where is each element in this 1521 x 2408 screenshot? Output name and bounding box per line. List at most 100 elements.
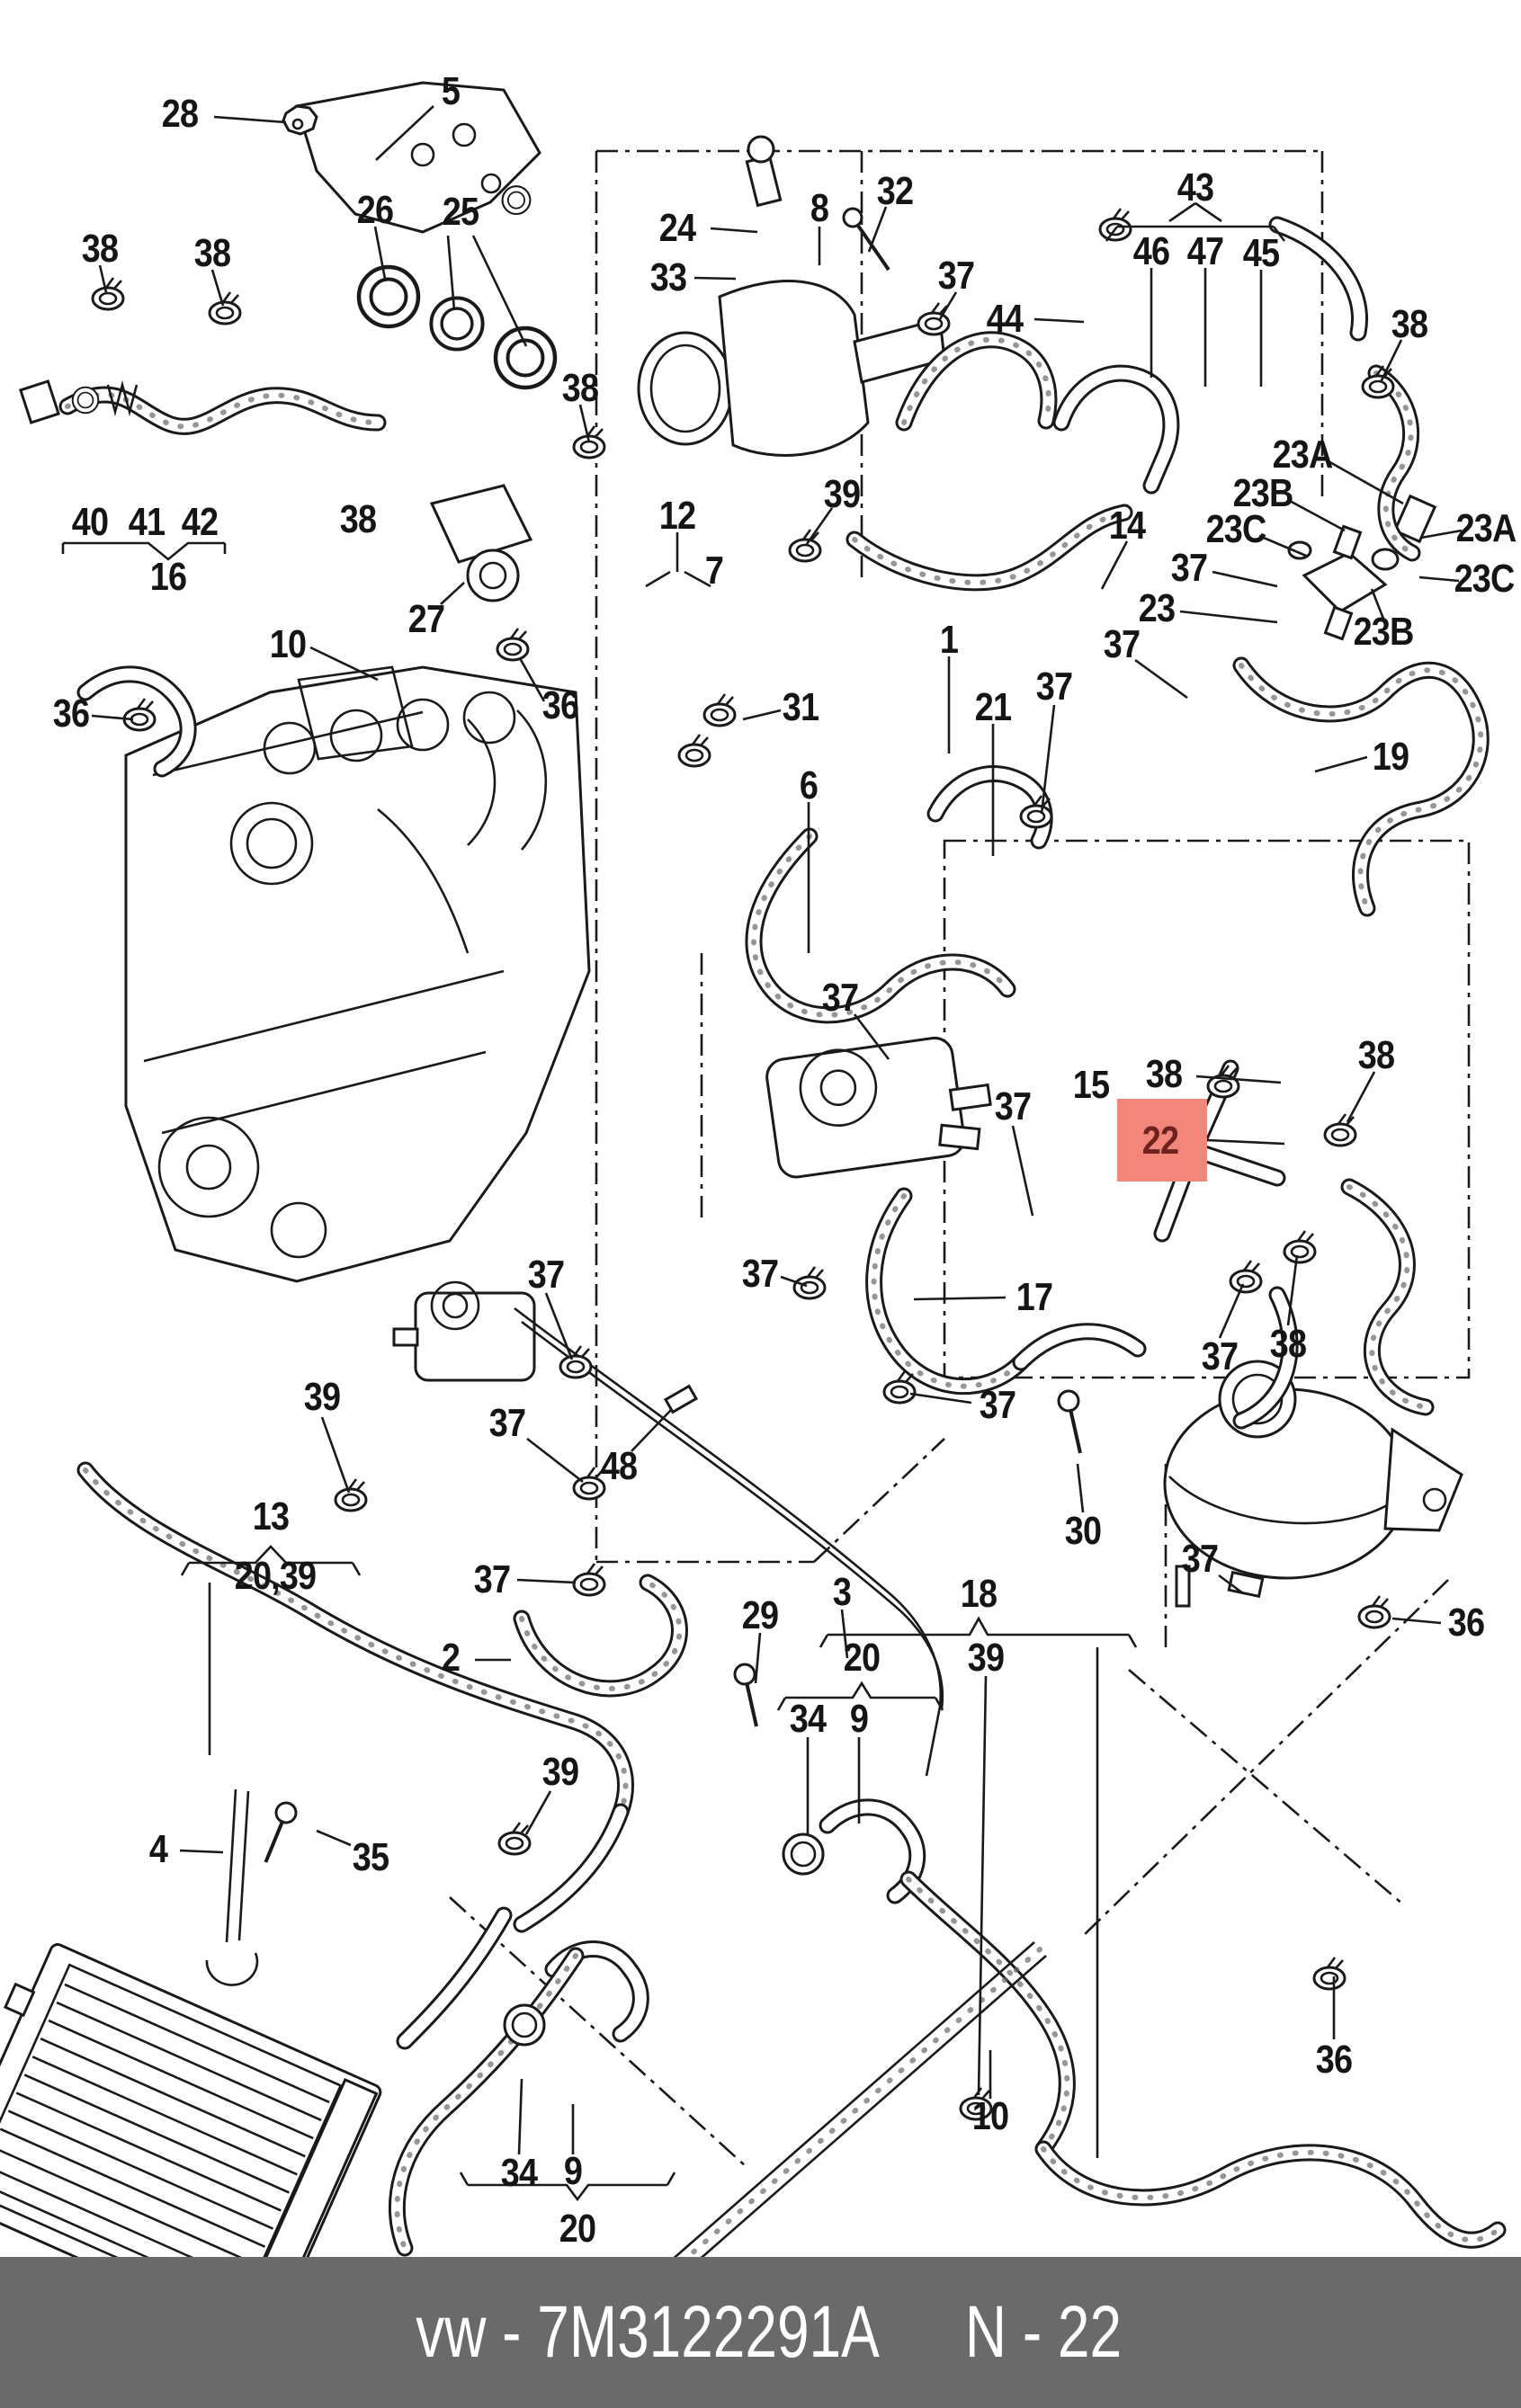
- part-label-7[interactable]: 7: [704, 548, 724, 593]
- part-label-25[interactable]: 25: [442, 190, 479, 234]
- expansion-tank: [1163, 1360, 1463, 1608]
- part-label-3[interactable]: 3: [832, 1570, 852, 1614]
- part-label-28[interactable]: 28: [161, 92, 199, 136]
- footer-bar: vw - 7M3122291A N - 22: [0, 2257, 1521, 2408]
- part-label-38[interactable]: 38: [561, 366, 599, 410]
- part-label-48[interactable]: 48: [600, 1444, 638, 1488]
- radiator: [0, 1943, 382, 2342]
- part-label-23C[interactable]: 23C: [1454, 557, 1516, 601]
- part-label-2[interactable]: 2: [441, 1636, 461, 1680]
- part-label-36[interactable]: 36: [1447, 1601, 1485, 1645]
- part-label-38[interactable]: 38: [1269, 1322, 1307, 1366]
- part-label-29[interactable]: 29: [741, 1593, 779, 1637]
- part-label-37[interactable]: 37: [1201, 1334, 1239, 1378]
- part-label-34[interactable]: 34: [500, 2151, 538, 2195]
- part-label-34[interactable]: 34: [789, 1697, 827, 1741]
- part-label-8[interactable]: 8: [810, 186, 829, 230]
- part-label-20[interactable]: 20: [843, 1636, 881, 1680]
- part-label-37[interactable]: 37: [473, 1557, 511, 1601]
- part-label-20[interactable]: 20: [559, 2207, 596, 2251]
- footer-page-ref: N - 22: [964, 2291, 1123, 2373]
- part-label-9[interactable]: 9: [849, 1697, 869, 1741]
- part-label-36[interactable]: 36: [1315, 2038, 1353, 2082]
- part-label-38[interactable]: 38: [1391, 302, 1428, 346]
- engine-block: [124, 665, 591, 1283]
- part-label-41[interactable]: 41: [128, 500, 166, 544]
- valve-group: [1287, 494, 1437, 641]
- thermostat-housing: [501, 135, 946, 457]
- part-label-23B[interactable]: 23B: [1232, 471, 1294, 515]
- part-label-23A[interactable]: 23A: [1272, 433, 1334, 477]
- part-label-23C[interactable]: 23C: [1205, 507, 1267, 551]
- part-label-39[interactable]: 39: [303, 1375, 341, 1419]
- part-label-23A[interactable]: 23A: [1455, 506, 1517, 550]
- part-label-16[interactable]: 16: [149, 555, 187, 599]
- part-label-40[interactable]: 40: [71, 500, 109, 544]
- part-label-13[interactable]: 13: [252, 1494, 290, 1538]
- part-label-38[interactable]: 38: [1145, 1052, 1183, 1096]
- part-label-44[interactable]: 44: [986, 297, 1024, 341]
- part-label-32[interactable]: 32: [876, 169, 914, 213]
- part-label-38[interactable]: 38: [81, 227, 119, 271]
- part-label-26[interactable]: 26: [356, 188, 394, 232]
- part-label-37[interactable]: 37: [979, 1383, 1016, 1427]
- part-label-38[interactable]: 38: [339, 497, 377, 541]
- part-label-6[interactable]: 6: [799, 763, 819, 807]
- part-label-47[interactable]: 47: [1186, 229, 1224, 273]
- part-label-37[interactable]: 37: [1181, 1537, 1219, 1581]
- part-label-15[interactable]: 15: [1072, 1063, 1110, 1107]
- part-label-17[interactable]: 17: [1015, 1275, 1053, 1319]
- part-label-37[interactable]: 37: [821, 976, 859, 1020]
- part-label-23[interactable]: 23: [1138, 586, 1176, 630]
- part-label-22-selected[interactable]: 22: [1141, 1119, 1179, 1163]
- part-label-36[interactable]: 36: [52, 691, 90, 736]
- part-label-36[interactable]: 36: [541, 683, 579, 727]
- part-label-43[interactable]: 43: [1177, 165, 1214, 210]
- part-label-37[interactable]: 37: [488, 1401, 526, 1445]
- part-label-46[interactable]: 46: [1132, 229, 1170, 273]
- part-label-19[interactable]: 19: [1372, 735, 1409, 779]
- part-label-23B[interactable]: 23B: [1353, 610, 1415, 654]
- part-label-37[interactable]: 37: [994, 1084, 1032, 1128]
- part-label-24[interactable]: 24: [658, 206, 696, 250]
- part-label-38[interactable]: 38: [193, 231, 231, 275]
- part-label-39[interactable]: 39: [823, 472, 861, 516]
- part-label-35[interactable]: 35: [352, 1835, 389, 1879]
- part-label-21[interactable]: 21: [974, 685, 1012, 729]
- coolant-flange-housing: [392, 1280, 536, 1382]
- part-label-12[interactable]: 12: [658, 494, 696, 538]
- leader-lines: [61, 105, 1463, 2202]
- water-pump: [429, 484, 533, 602]
- part-label-39[interactable]: 39: [967, 1636, 1005, 1680]
- part-label-9[interactable]: 9: [563, 2149, 583, 2193]
- part-label-5[interactable]: 5: [441, 69, 461, 113]
- part-label-37[interactable]: 37: [1170, 546, 1208, 590]
- part-label-37[interactable]: 37: [527, 1253, 565, 1297]
- footer-part-number: vw - 7M3122291A: [416, 2291, 880, 2373]
- part-label-33[interactable]: 33: [649, 255, 687, 299]
- part-label-31[interactable]: 31: [782, 685, 819, 729]
- part-label-10[interactable]: 10: [971, 2094, 1009, 2138]
- bracket: [282, 81, 541, 234]
- part-label-18[interactable]: 18: [960, 1572, 998, 1616]
- part-label-1[interactable]: 1: [939, 618, 959, 662]
- part-label-37[interactable]: 37: [1035, 664, 1073, 709]
- part-label-10[interactable]: 10: [269, 622, 307, 666]
- part-label-20,39[interactable]: 20,39: [234, 1554, 317, 1598]
- part-label-27[interactable]: 27: [407, 597, 445, 641]
- part-label-42[interactable]: 42: [181, 500, 219, 544]
- part-label-37[interactable]: 37: [1103, 622, 1141, 666]
- part-label-14[interactable]: 14: [1108, 504, 1146, 548]
- part-label-38[interactable]: 38: [1357, 1033, 1395, 1077]
- part-label-37[interactable]: 37: [741, 1252, 779, 1296]
- part-label-4[interactable]: 4: [148, 1827, 168, 1871]
- part-label-45[interactable]: 45: [1242, 231, 1280, 275]
- hoses: [58, 216, 1507, 2276]
- selected-part-highlight: [1117, 1099, 1207, 1182]
- part-label-37[interactable]: 37: [937, 254, 975, 298]
- part-label-30[interactable]: 30: [1064, 1509, 1102, 1553]
- part-label-39[interactable]: 39: [541, 1750, 579, 1794]
